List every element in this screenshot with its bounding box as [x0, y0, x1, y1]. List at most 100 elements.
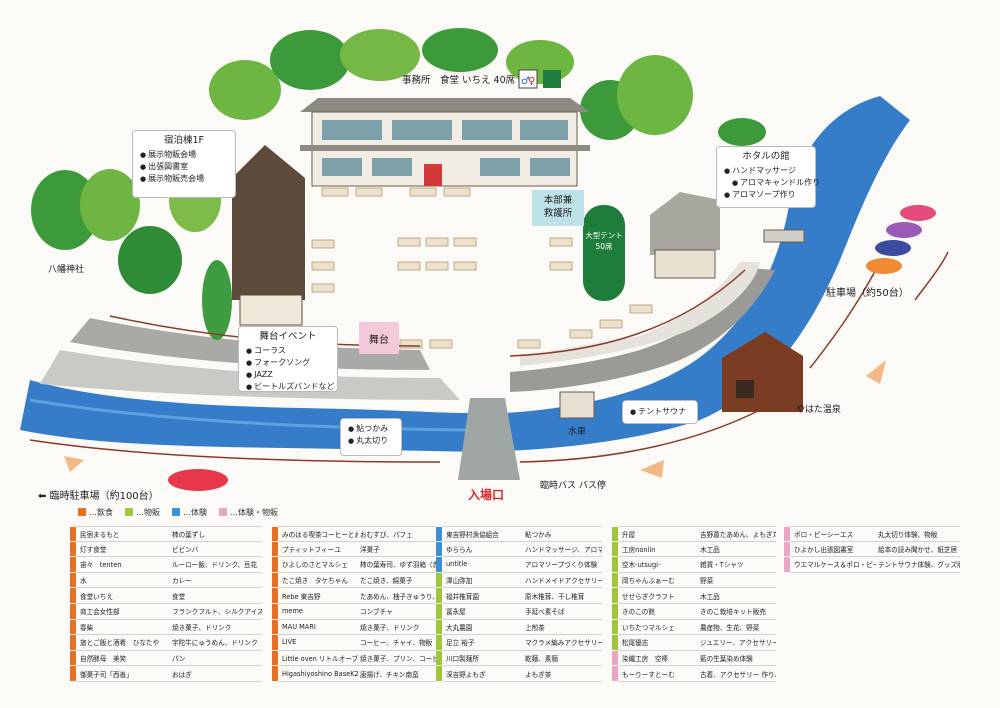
- callout-firefly-title: ホタルの館: [742, 151, 790, 162]
- vendor-name: 冨永屋: [446, 608, 466, 617]
- vendor-product: たこ焼き、綿菓子: [360, 577, 413, 586]
- vendor-product: 原木椎茸、干し椎茸: [525, 592, 585, 601]
- legend-entry: …体験・物販: [219, 506, 278, 518]
- vendor-name: 大丸農園: [446, 623, 473, 632]
- vendor-product: ハンドマッサージ、アロマキャンドル作り: [525, 545, 602, 554]
- vendor-row: 川口製麺所乾麺、素麺: [436, 650, 602, 667]
- category-marker: [70, 541, 76, 557]
- category-marker: [272, 557, 278, 572]
- vendor-product: よもぎ茶: [525, 670, 552, 679]
- temp-parking-label: ⬅ 臨時駐車場（約100台）: [38, 487, 159, 502]
- vendor-product: ルーロー飯、ドリンク、豆花: [172, 561, 258, 570]
- river: [20, 96, 910, 452]
- vendor-row: ポロ・ピーシーエス丸太切り体験、物販: [784, 526, 960, 542]
- vendor-name: 升屋: [622, 530, 636, 539]
- vendor-product: 藍の生葉染め体験: [700, 655, 753, 664]
- category-legend: …飲食…物販…体験…体験・物販: [78, 506, 278, 518]
- vendor-name: もーりーすとーむ: [622, 670, 675, 679]
- vendor-row: 旅とご飯と酒肴 ひなたや宇陀牛にゅうめん、ドリンク: [70, 635, 262, 651]
- vendor-name: 松尾優志: [622, 639, 649, 648]
- vendor-row: 御菓子司「西善」おはぎ: [70, 666, 262, 682]
- callout-fishing: 鮎つかみ 丸太切り: [340, 418, 402, 456]
- category-marker: [612, 557, 618, 572]
- vendor-product: 乾麺、素麺: [525, 655, 558, 664]
- vendor-row: 空木-utsugi-雑貨・Tシャツ: [612, 557, 776, 573]
- firefly-house: [650, 192, 720, 279]
- category-marker: [436, 588, 442, 603]
- vendor-row: せせらぎクラフト木工品: [612, 588, 776, 604]
- vendor-name: ウエマルケース＆ポロ・ピーシーエス: [794, 561, 876, 570]
- vendor-name: 灯す食堂: [80, 545, 107, 554]
- vendor-name: Rebe 東吉野: [282, 592, 321, 601]
- vendor-name: 自然酵母 美笑: [80, 655, 127, 664]
- vendor-name: 食堂いちえ: [80, 592, 113, 601]
- vendor-product: アロマソープづくり体験: [525, 561, 598, 570]
- vendor-column-2: みのはる喫茶コーヒーとおむすびのお店おむすび、パフェプティットフィーユ洋菓子ひよ…: [272, 526, 436, 682]
- vendor-product: おむすび、パフェ: [360, 530, 413, 539]
- vendor-product: ビビンバ: [172, 545, 199, 554]
- vendor-column-3: 東吉野村漁協組合鮎つかみゆららんハンドマッサージ、アロマキャンドル作りuntit…: [436, 526, 602, 682]
- vendor-product: フランクフルト、シルクアイスクリーム、ドリンク: [172, 608, 262, 617]
- legend-label: …飲食: [89, 507, 113, 517]
- category-marker: [612, 603, 618, 619]
- category-marker: [436, 603, 442, 619]
- vendor-product: 木工品: [700, 545, 720, 554]
- vendor-row: いちたつマルシェ農産物、生花、野菜: [612, 619, 776, 636]
- vendor-product: 手延べ素そば: [525, 608, 565, 617]
- lodging-item: 展示物販会場: [140, 149, 228, 161]
- legend-swatch: [172, 508, 180, 516]
- vendor-product: 木工品: [700, 592, 720, 601]
- vendor-product: 食堂: [172, 592, 186, 601]
- category-marker: [272, 666, 278, 681]
- vendor-product: 柿の葉ずし: [172, 530, 205, 539]
- vendor-row: 岡ちゃんふぁーむ野菜: [612, 572, 776, 589]
- category-marker: [272, 588, 278, 603]
- category-marker: [612, 541, 618, 557]
- vendor-product: 洋菓子: [360, 545, 380, 554]
- callout-stage-title: 舞台イベント: [259, 331, 317, 342]
- vendor-product: パン: [172, 655, 186, 664]
- vendor-name: 空木-utsugi-: [622, 561, 661, 570]
- parking50-label: 駐車場（約50台）: [826, 288, 909, 299]
- onsen-label: やはた温泉: [796, 405, 841, 415]
- vendor-product: 焼き菓子、ドリンク: [172, 623, 232, 632]
- category-marker: [272, 527, 278, 541]
- office-building: [300, 98, 590, 187]
- vendor-product: おはぎ: [172, 670, 192, 679]
- vendor-name: いちたつマルシェ: [622, 623, 675, 632]
- legend-entry: …物販: [125, 506, 160, 518]
- vendor-name: LIVE: [282, 638, 297, 647]
- category-marker: [70, 650, 76, 666]
- parked-cars: [168, 205, 936, 491]
- category-marker: [70, 603, 76, 619]
- callout-tent-sauna: テントサウナ: [622, 400, 698, 424]
- watermill: [559, 391, 595, 419]
- category-marker: [784, 557, 790, 572]
- vendor-name: untitle: [446, 560, 468, 569]
- vendor-product: ハンドメイドアクセサリー: [525, 577, 602, 586]
- vendor-product: コーヒー、チャイ、物販: [360, 639, 433, 648]
- vendor-row: 春柴焼き菓子、ドリンク: [70, 619, 262, 636]
- category-marker: [272, 635, 278, 650]
- category-marker: [70, 572, 76, 588]
- category-marker: [272, 572, 278, 588]
- vendor-product: 吉野葛たあめん、よもぎたあめん: [700, 530, 776, 539]
- vendor-row: ひよかし出張図書室絵本の読み聞かせ、紙芝居: [784, 541, 960, 558]
- category-marker: [70, 635, 76, 650]
- category-marker: [784, 541, 790, 557]
- category-marker: [272, 619, 278, 635]
- vendor-name: みのはる喫茶コーヒーとおむすびのお店: [282, 530, 358, 539]
- vendor-column-4: 升屋吉野葛たあめん、よもぎたあめん工房nonlin木工品空木-utsugi-雑貨…: [612, 526, 776, 682]
- fishing-item: 鮎つかみ: [348, 423, 394, 435]
- vendor-name: 澤山弥加: [446, 577, 473, 586]
- category-marker: [612, 635, 618, 650]
- vendor-product: 宇陀牛にゅうめん、ドリンク: [172, 639, 258, 648]
- vendor-name: 染織工房 空棒: [622, 655, 669, 664]
- stage-label: 舞台: [359, 322, 399, 354]
- vendor-name: ひよかし出張図書室: [794, 545, 854, 554]
- vendor-name: ポロ・ピーシーエス: [794, 530, 854, 539]
- callout-firefly: ホタルの館 ハンドマッサージ アロマキャンドル作り アロマソープ作り: [716, 146, 820, 208]
